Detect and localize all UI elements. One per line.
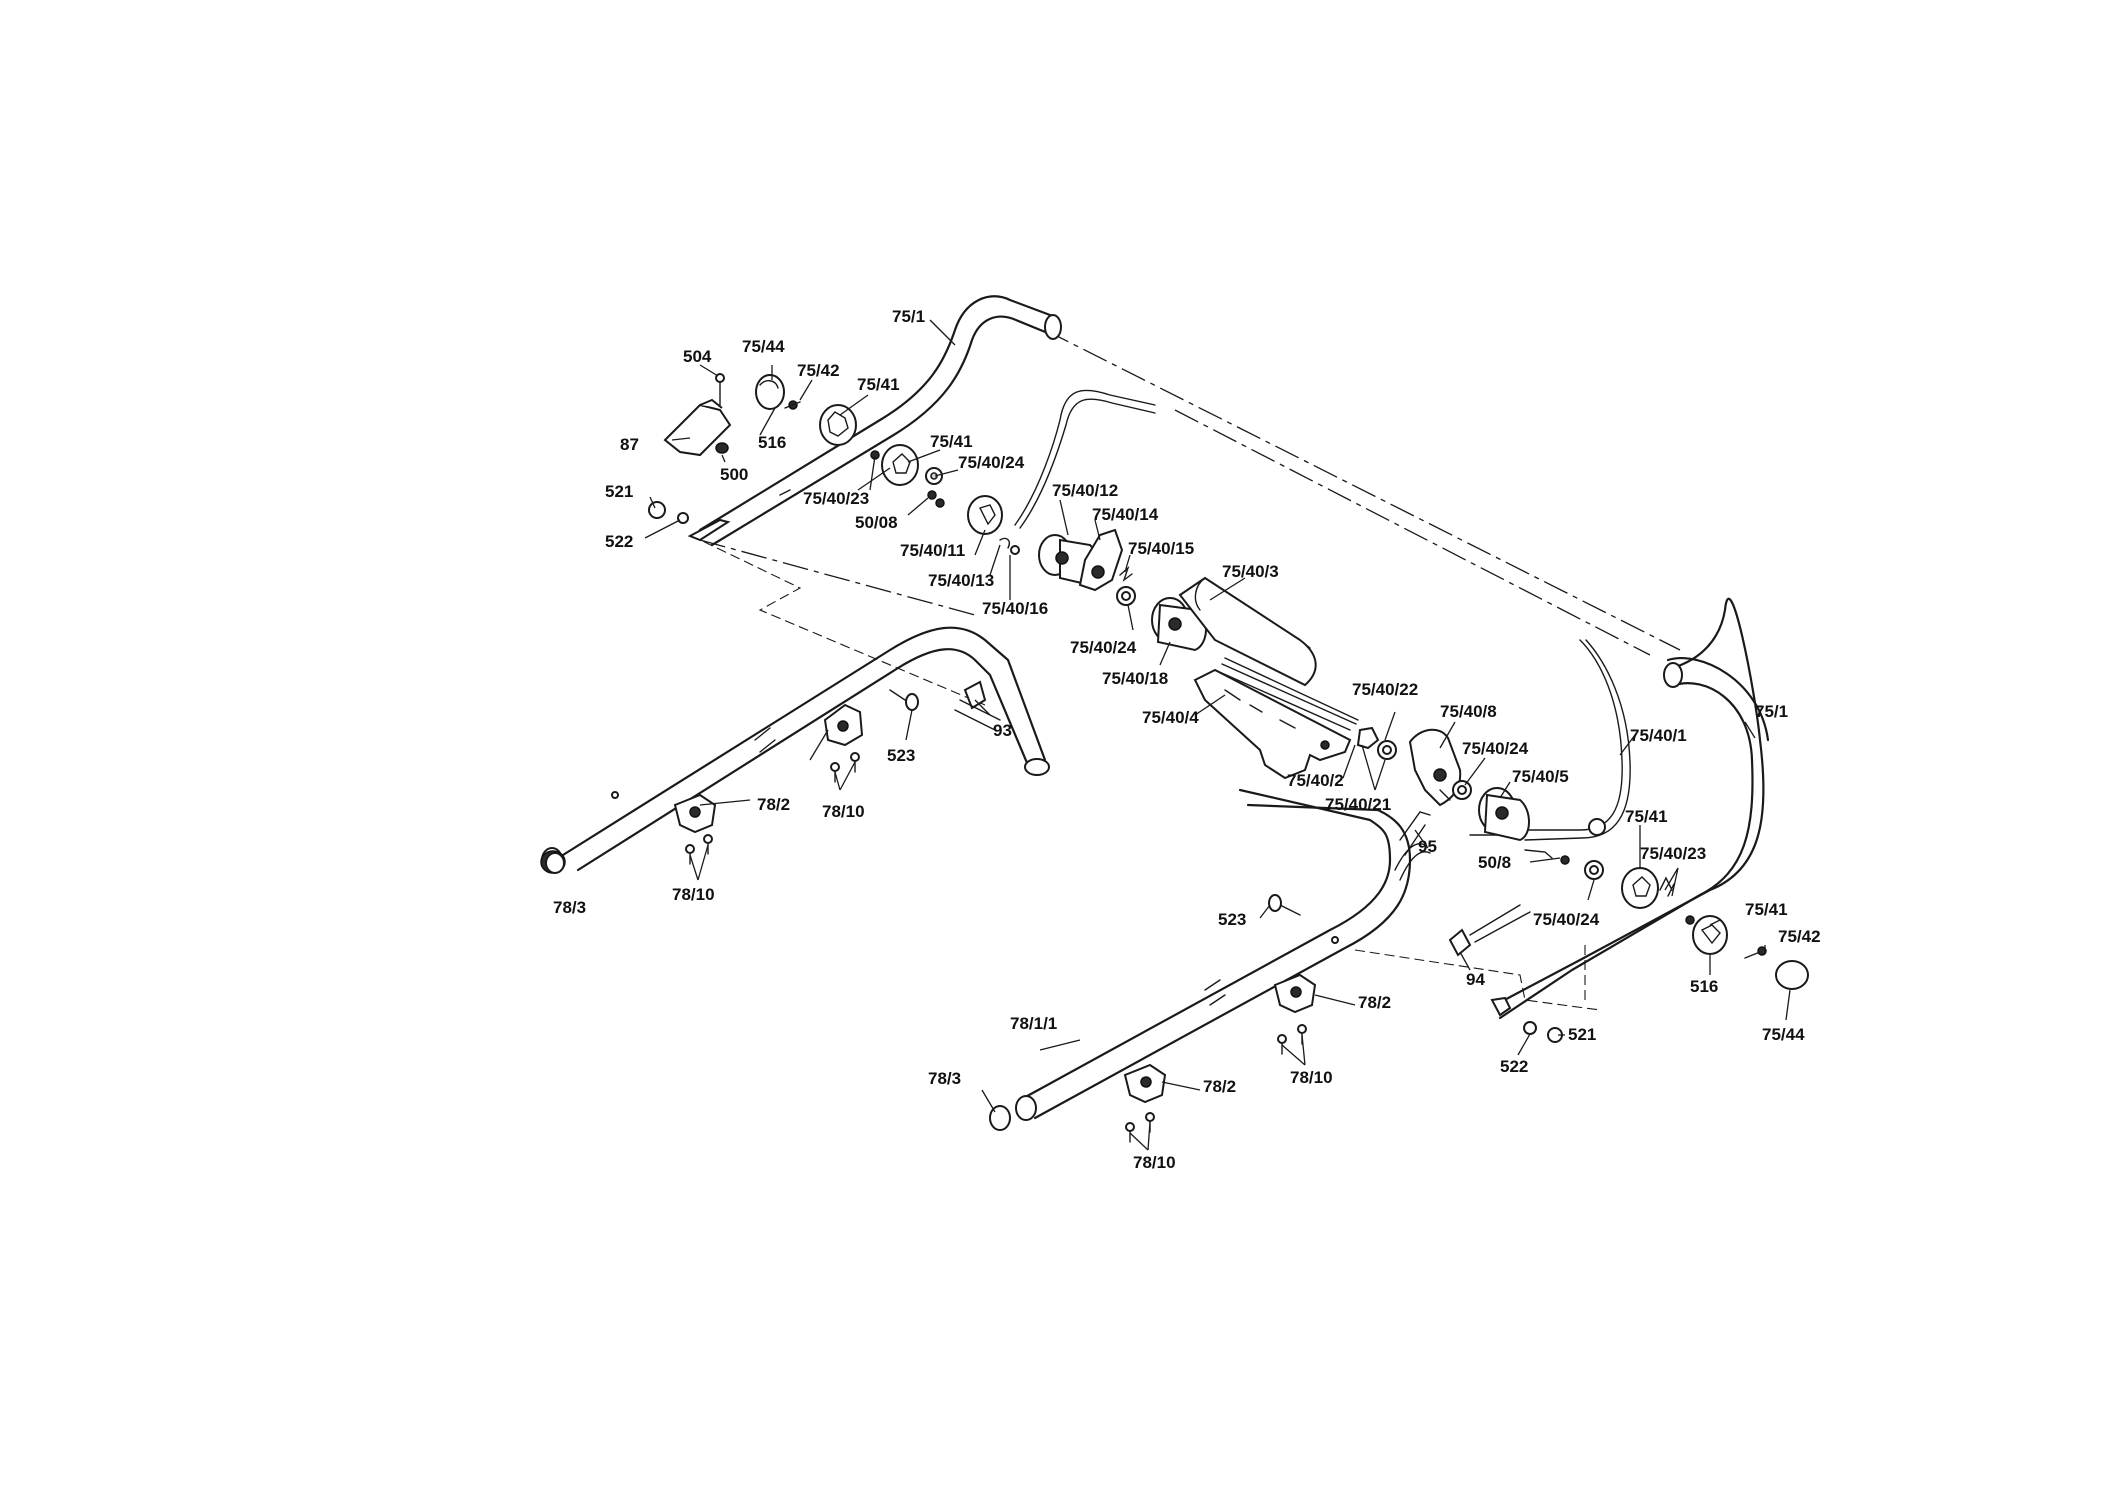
label-78-10-b: 78/10 — [672, 885, 715, 904]
label-75-40-21: 75/40/21 — [1325, 795, 1391, 814]
label-75-1-right: 75/1 — [1755, 702, 1788, 721]
label-75-40-13: 75/40/13 — [928, 571, 994, 590]
label-75-40-16: 75/40/16 — [982, 599, 1048, 618]
part-labels: 75/1 504 75/44 75/42 75/41 87 516 500 75… — [553, 307, 1821, 1172]
label-75-40-24-a: 75/40/24 — [958, 453, 1025, 472]
label-521-right: 521 — [1568, 1025, 1596, 1044]
label-522-left: 522 — [605, 532, 633, 551]
label-523-left: 523 — [887, 746, 915, 765]
label-75-44-left: 75/44 — [742, 337, 785, 356]
label-78-2-c: 78/2 — [1203, 1077, 1236, 1096]
label-78-10-c: 78/10 — [1290, 1068, 1333, 1087]
label-78-3-left: 78/3 — [553, 898, 586, 917]
label-75-42-left: 75/42 — [797, 361, 840, 380]
label-75-40-14: 75/40/14 — [1092, 505, 1159, 524]
label-75-44-right: 75/44 — [1762, 1025, 1805, 1044]
label-521-left: 521 — [605, 482, 633, 501]
label-87: 87 — [620, 435, 639, 454]
centre-mechanism — [1038, 528, 1317, 687]
centre-lines — [689, 329, 1681, 1011]
left-hardware — [648, 374, 1020, 555]
label-75-40-24-d: 75/40/24 — [1533, 910, 1600, 929]
leader-lines — [644, 319, 1791, 1151]
label-75-40-23-right: 75/40/23 — [1640, 844, 1706, 863]
label-75-1-left: 75/1 — [892, 307, 925, 326]
label-95: 95 — [1418, 837, 1437, 856]
label-75-40-3: 75/40/3 — [1222, 562, 1279, 581]
right-hardware — [1490, 860, 1809, 1043]
label-50-8: 50/8 — [1478, 853, 1511, 872]
label-75-40-11: 75/40/11 — [900, 541, 965, 560]
label-78-2-b: 78/2 — [1358, 993, 1391, 1012]
clamps-78-2 — [673, 703, 1317, 1143]
label-504: 504 — [683, 347, 712, 366]
label-516-left: 516 — [758, 433, 786, 452]
label-78-3-right: 78/3 — [928, 1069, 961, 1088]
label-75-40-15: 75/40/15 — [1128, 539, 1194, 558]
label-516-right: 516 — [1690, 977, 1718, 996]
label-75-40-4: 75/40/4 — [1142, 708, 1199, 727]
label-75-40-2: 75/40/2 — [1287, 771, 1344, 790]
label-75-40-24-c: 75/40/24 — [1462, 739, 1529, 758]
control-cable — [1014, 389, 1631, 865]
label-75-42-right: 75/42 — [1778, 927, 1821, 946]
label-75-41-a: 75/41 — [857, 375, 900, 394]
label-78-10-a: 78/10 — [822, 802, 865, 821]
label-75-41-b: 75/41 — [930, 432, 973, 451]
screws-78-10 — [685, 752, 1307, 1143]
label-523-right: 523 — [1218, 910, 1246, 929]
label-78-2-a: 78/2 — [757, 795, 790, 814]
label-75-40-12: 75/40/12 — [1052, 481, 1118, 500]
label-78-1-1: 78/1/1 — [1010, 1014, 1057, 1033]
label-75-40-1: 75/40/1 — [1630, 726, 1687, 745]
housing-75-40-4 — [1193, 657, 1359, 780]
label-75-40-8: 75/40/8 — [1440, 702, 1497, 721]
label-500: 500 — [720, 465, 748, 484]
label-50-08: 50/08 — [855, 513, 898, 532]
label-75-41-c: 75/41 — [1625, 807, 1668, 826]
label-75-40-24-b: 75/40/24 — [1070, 638, 1137, 657]
label-75-41-d: 75/41 — [1745, 900, 1788, 919]
label-522-right: 522 — [1500, 1057, 1528, 1076]
label-75-40-23-left: 75/40/23 — [803, 489, 869, 508]
label-75-40-5: 75/40/5 — [1512, 767, 1569, 786]
lower-handle-right — [1015, 788, 1412, 1121]
lower-handle-left — [540, 626, 1050, 874]
label-78-10-d: 78/10 — [1133, 1153, 1176, 1172]
right-mechanism — [1356, 726, 1530, 856]
label-93: 93 — [993, 721, 1012, 740]
label-94: 94 — [1466, 970, 1485, 989]
label-75-40-18: 75/40/18 — [1102, 669, 1168, 688]
upper-handle-tube — [698, 295, 1770, 1020]
label-75-40-22: 75/40/22 — [1352, 680, 1418, 699]
bracket-87 — [663, 373, 732, 457]
